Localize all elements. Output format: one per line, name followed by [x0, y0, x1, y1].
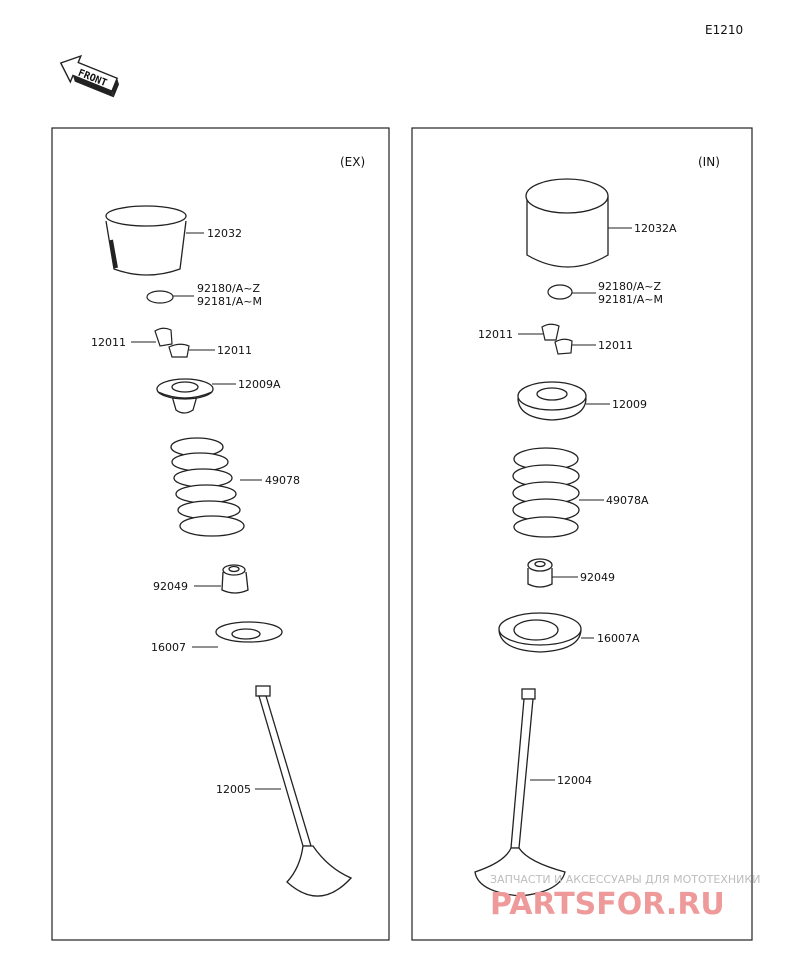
- part-label-spring-ex: 49078: [265, 474, 300, 487]
- part-label-cotter-in-b: 12011: [598, 339, 633, 352]
- part-label-tappet-in: 12032A: [634, 222, 677, 235]
- spring-ex: [170, 437, 245, 537]
- part-label-valve-in: 12004: [557, 774, 592, 787]
- seat-ex: [215, 621, 283, 643]
- panel-tag-in: (IN): [698, 155, 720, 169]
- shim-ex: [146, 290, 174, 304]
- part-label-tappet-ex: 12032: [207, 227, 242, 240]
- tappet-in: [525, 178, 609, 268]
- valve-in: [474, 688, 566, 897]
- cotter-ex-a: [154, 327, 173, 347]
- valve-ex: [255, 685, 353, 897]
- part-label-spring-in: 49078A: [606, 494, 649, 507]
- watermark-logo: PARTSFOR.RU: [490, 887, 725, 922]
- part-label-valve-ex: 12005: [216, 783, 251, 796]
- diagram-code: E1210: [705, 23, 743, 37]
- part-label-seat-in: 16007A: [597, 632, 640, 645]
- part-label-seal-in: 92049: [580, 571, 615, 584]
- part-label-retainer-in: 12009: [612, 398, 647, 411]
- part-label-shim-in-1: 92180/A~Z: [598, 280, 661, 293]
- retainer-in: [517, 381, 587, 421]
- cotter-in-a: [541, 323, 560, 341]
- cotter-ex-b: [168, 343, 190, 358]
- spring-in: [512, 447, 580, 538]
- panel-exhaust: [51, 127, 390, 941]
- seat-in: [498, 612, 582, 653]
- part-label-seal-ex: 92049: [153, 580, 188, 593]
- tappet-ex: [105, 205, 187, 276]
- part-label-seat-ex: 16007: [151, 641, 186, 654]
- cotter-in-b: [554, 338, 573, 355]
- part-label-cotter-ex-b: 12011: [217, 344, 252, 357]
- front-arrow-icon: FRONT: [59, 54, 119, 98]
- shim-in: [547, 284, 573, 300]
- seal-in: [527, 558, 553, 588]
- panel-tag-ex: (EX): [340, 155, 365, 169]
- part-label-retainer-ex: 12009A: [238, 378, 281, 391]
- part-label-shim-ex-1: 92180/A~Z: [197, 282, 260, 295]
- part-label-shim-in-2: 92181/A~M: [598, 293, 663, 306]
- retainer-ex: [156, 378, 214, 414]
- part-label-shim-ex-2: 92181/A~M: [197, 295, 262, 308]
- watermark-tagline: ЗАПЧАСТИ И АКСЕССУАРЫ ДЛЯ МОТОТЕХНИКИ: [490, 873, 760, 886]
- part-label-cotter-in-a: 12011: [478, 328, 513, 341]
- part-label-cotter-ex-a: 12011: [91, 336, 126, 349]
- panel-intake: [411, 127, 753, 941]
- seal-ex: [221, 564, 249, 594]
